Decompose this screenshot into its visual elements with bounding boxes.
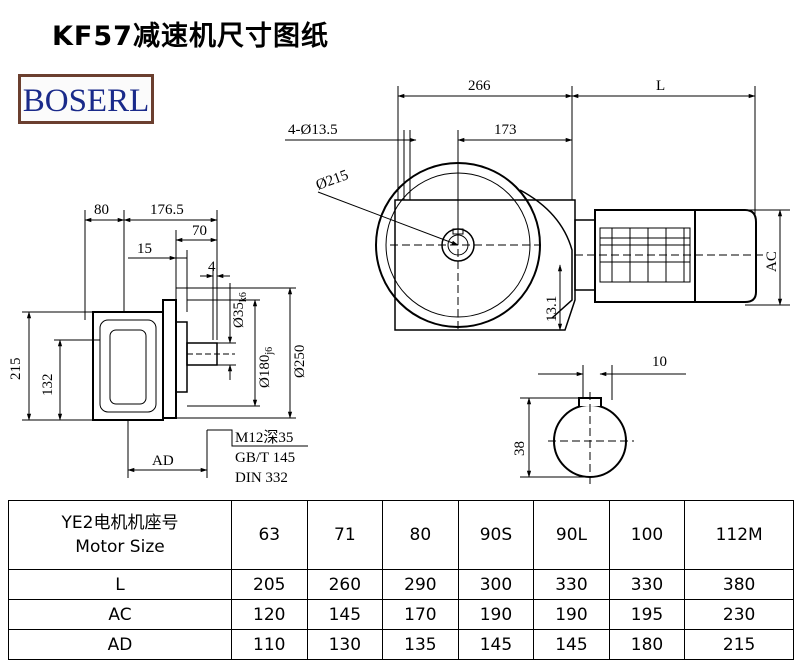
table-cell: 195 <box>608 599 686 630</box>
brand-logo: BOSERL <box>18 74 154 124</box>
table-cell: 380 <box>684 569 794 600</box>
page-title: KF57减速机尺寸图纸 <box>52 21 329 52</box>
dim-266: 266 <box>468 78 491 94</box>
dim-215-height: 215 <box>8 358 24 381</box>
dim-132-height: 132 <box>40 374 56 397</box>
header-label-en: Motor Size <box>75 537 165 557</box>
table-cell: 205 <box>231 569 308 600</box>
size-cell: 100 <box>608 500 686 570</box>
dim-10: 10 <box>652 354 667 370</box>
side-view <box>22 210 308 478</box>
size-cell: 90L <box>533 500 610 570</box>
table-row: AC 120 145 170 190 190 195 230 <box>8 599 794 630</box>
dim-AC: AC <box>764 251 780 272</box>
table-cell: 170 <box>382 599 459 630</box>
dim-L: L <box>656 78 665 94</box>
motor-size-table: YE2电机机座号 Motor Size 63 71 80 90S 90L 100… <box>8 500 794 660</box>
table-cell: 330 <box>608 569 686 600</box>
table-cell: 215 <box>684 629 794 660</box>
dim-215-bolt-circle: Ø215 <box>314 167 351 193</box>
shaft-section-labels: 10 38 <box>512 354 667 456</box>
note-din: DIN 332 <box>235 470 288 486</box>
size-cell: 112M <box>684 500 794 570</box>
table-cell: 180 <box>608 629 686 660</box>
dim-173: 173 <box>494 122 517 138</box>
technical-drawing: 80 176.5 70 15 4 Ø35k6 Ø180j6 Ø250 215 1… <box>8 78 790 488</box>
dim-ad: AD <box>152 453 174 469</box>
table-cell: 145 <box>457 629 535 660</box>
table-cell: 190 <box>457 599 535 630</box>
table-header-row: YE2电机机座号 Motor Size 63 71 80 90S 90L 100… <box>8 500 794 570</box>
side-view-labels: 80 176.5 70 15 4 Ø35k6 Ø180j6 Ø250 215 1… <box>8 202 308 486</box>
dim-80: 80 <box>94 202 109 218</box>
dim-15: 15 <box>137 241 152 257</box>
size-cell: 71 <box>306 500 384 570</box>
table-row: L 205 260 290 300 330 330 380 <box>8 569 794 600</box>
dim-250-flange: Ø250 <box>292 345 308 378</box>
table-cell: 130 <box>306 629 384 660</box>
size-cell: 90S <box>457 500 535 570</box>
table-cell: 145 <box>533 629 610 660</box>
note-m12: M12深35 <box>235 429 293 446</box>
table-cell: 120 <box>231 599 308 630</box>
table-cell: 135 <box>382 629 459 660</box>
dim-70: 70 <box>192 223 207 239</box>
dim-13-1: 13.1 <box>544 296 560 322</box>
table-cell: 145 <box>306 599 384 630</box>
dim-holes: 4-Ø13.5 <box>288 122 338 138</box>
table-cell: 330 <box>533 569 610 600</box>
dim-35-shaft: Ø35k6 <box>231 292 249 328</box>
table-cell: 300 <box>457 569 535 600</box>
table-row: AD 110 130 135 145 145 180 215 <box>8 629 794 660</box>
size-cell: 80 <box>382 500 459 570</box>
table-cell: 260 <box>306 569 384 600</box>
header-label-cell: YE2电机机座号 Motor Size <box>8 500 232 570</box>
row-label: L <box>8 569 232 600</box>
front-view-labels: 266 L 4-Ø13.5 173 Ø215 13.1 AC <box>288 78 780 322</box>
row-label: AC <box>8 599 232 630</box>
row-label: AD <box>8 629 232 660</box>
front-view <box>285 86 790 331</box>
header-label-cn: YE2电机机座号 <box>61 513 179 533</box>
size-cell: 63 <box>231 500 308 570</box>
note-gbt: GB/T 145 <box>235 450 295 466</box>
brand-logo-text: BOSERL <box>22 83 150 119</box>
table-cell: 230 <box>684 599 794 630</box>
dim-4: 4 <box>208 259 216 275</box>
table-cell: 110 <box>231 629 308 660</box>
dim-38: 38 <box>512 441 528 456</box>
table-cell: 290 <box>382 569 459 600</box>
dim-180-pilot: Ø180j6 <box>257 347 275 388</box>
table-cell: 190 <box>533 599 610 630</box>
dim-176-5: 176.5 <box>150 202 184 218</box>
shaft-section <box>520 365 686 488</box>
